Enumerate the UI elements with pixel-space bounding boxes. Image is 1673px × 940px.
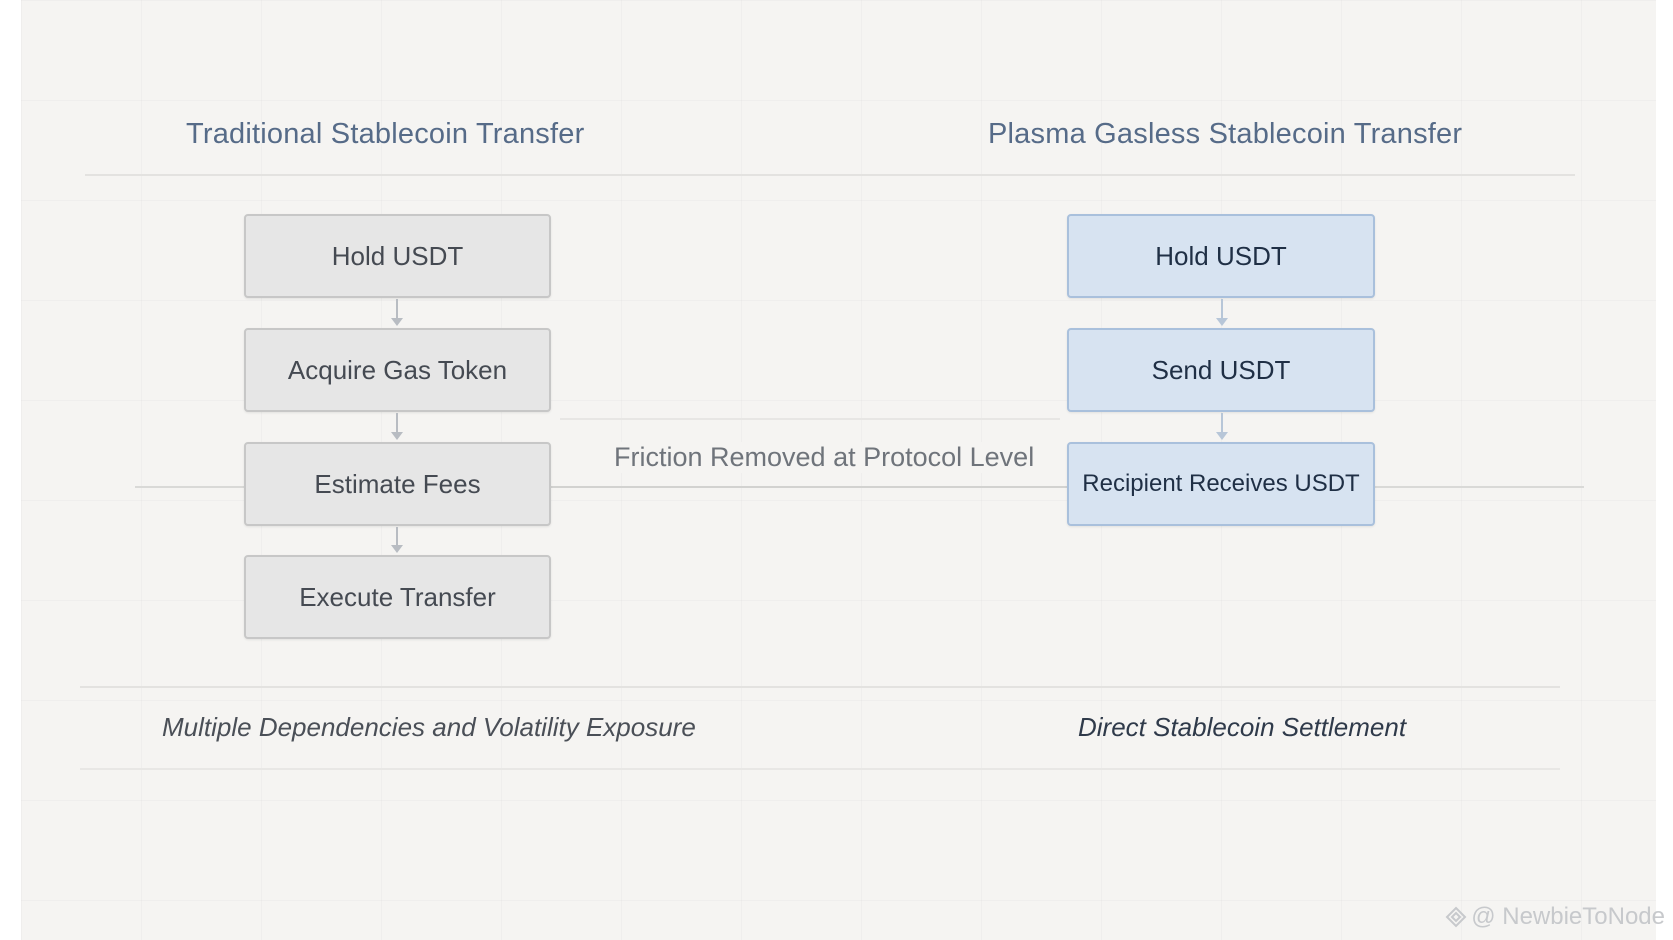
flow-connector-middle [550, 486, 1068, 488]
watermark-text: @ NewbieToNode [1471, 903, 1665, 930]
left-step-execute-transfer: Execute Transfer [244, 555, 551, 639]
right-caption: Direct Stablecoin Settlement [1078, 712, 1407, 742]
arrowhead-left-2 [391, 432, 403, 440]
right-step-recipient-receives-usdt: Recipient Receives USDT [1067, 442, 1375, 526]
right-step-send-usdt: Send USDT [1067, 328, 1375, 412]
left-step-hold-usdt: Hold USDT [244, 214, 551, 298]
left-column-title: Traditional Stablecoin Transfer [186, 118, 585, 150]
right-step-hold-usdt: Hold USDT [1067, 214, 1375, 298]
faint-rule-upper [560, 418, 1060, 420]
right-column-title: Plasma Gasless Stablecoin Transfer [988, 118, 1463, 150]
left-step-acquire-gas-token: Acquire Gas Token [244, 328, 551, 412]
left-step-estimate-fees: Estimate Fees [244, 442, 551, 526]
watermark-logo-icon [1445, 906, 1467, 928]
footer-divider-top [80, 686, 1560, 688]
arrowhead-left-3 [391, 545, 403, 553]
watermark: @ NewbieToNode [1445, 903, 1665, 931]
footer-divider-bottom [80, 768, 1560, 770]
left-caption: Multiple Dependencies and Volatility Exp… [162, 712, 696, 742]
arrowhead-right-1 [1216, 318, 1228, 326]
flow-connector-left [135, 486, 245, 488]
flow-connector-right [1374, 486, 1584, 488]
header-divider [85, 174, 1575, 176]
arrowhead-right-2 [1216, 432, 1228, 440]
arrowhead-left-1 [391, 318, 403, 326]
connector-label: Friction Removed at Protocol Level [608, 442, 1041, 473]
